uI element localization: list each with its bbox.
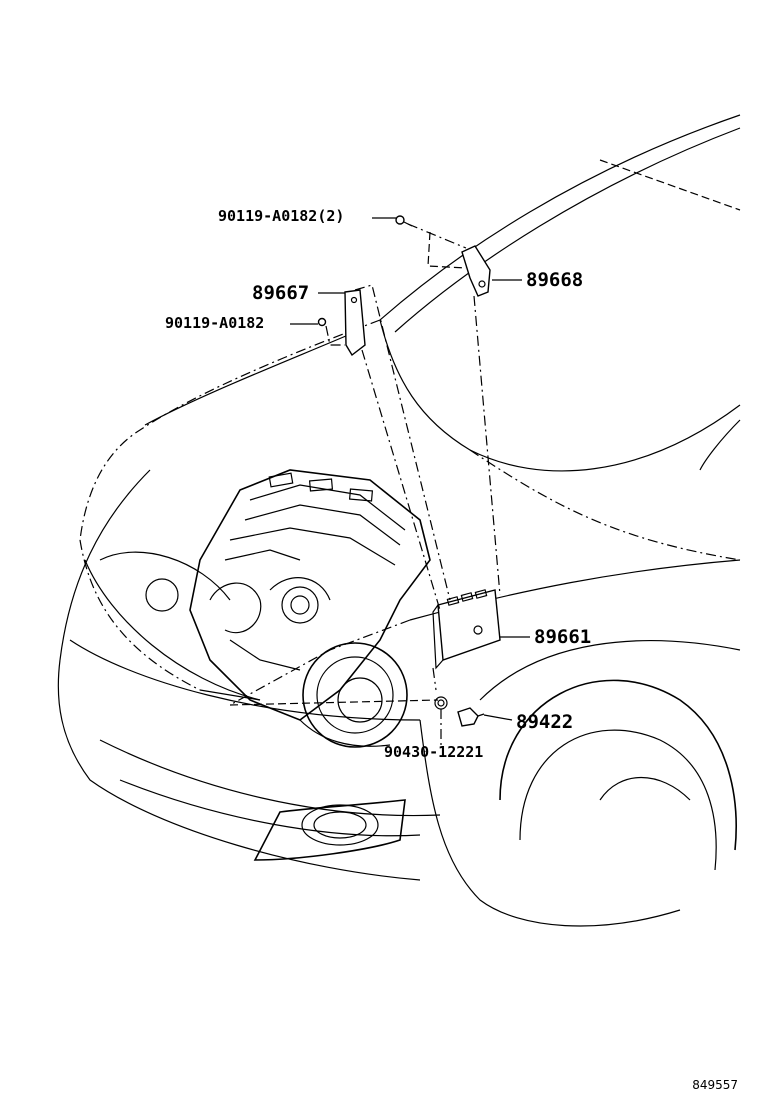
hood-outline [79, 319, 741, 691]
engine-assembly [189, 469, 431, 748]
leader-lines [290, 217, 530, 721]
assembly-lines [229, 223, 501, 745]
windshield-outline [379, 114, 741, 472]
ecu-part [432, 589, 501, 670]
label-ecu: 89661 [534, 626, 592, 648]
label-bracket-left: 89667 [252, 282, 310, 304]
bracket-right-part [461, 245, 491, 297]
label-screw-pair: 90119-A0182(2) [218, 207, 345, 225]
front-bumper-outline [57, 469, 681, 927]
label-sensor: 89422 [516, 711, 574, 733]
screw-left [317, 317, 327, 327]
label-screw-single: 90119-A0182 [165, 314, 265, 332]
fog-lamp [253, 799, 406, 861]
fender-outline [409, 559, 741, 871]
label-bracket-right: 89668 [526, 269, 584, 291]
label-gasket: 90430-12221 [384, 743, 484, 761]
document-id: 849557 [692, 1078, 738, 1092]
sensor-part [457, 707, 485, 727]
gasket-part [434, 696, 448, 710]
bracket-left-part [344, 289, 366, 357]
headlamp [99, 551, 231, 612]
